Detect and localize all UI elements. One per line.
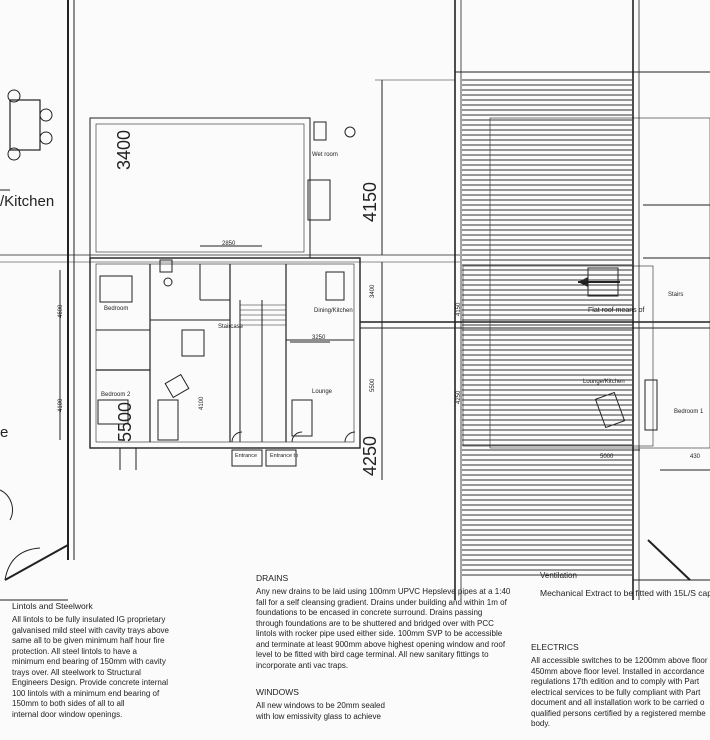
label-bedroom-1-r: Bedroom 1 — [674, 409, 704, 415]
dim-3250: 3250 — [312, 335, 326, 341]
dim-4150: 4150 — [360, 182, 380, 222]
note-lintols-body: All lintols to be fully insulated IG pro… — [12, 615, 169, 719]
label-staircase: Staircase — [218, 324, 244, 330]
note-windows-heading: WINDOWS — [256, 687, 299, 697]
label-e-fragment: e — [0, 424, 8, 441]
note-electrics-heading: ELECTRICS — [531, 642, 579, 652]
note-drains-heading: DRAINS — [256, 573, 289, 583]
note-drains-body: Any new drains to be laid using 100mm UP… — [256, 587, 511, 670]
dim-4100-mid: 4100 — [199, 396, 205, 410]
label-lounge-kitchen-r: Lounge/Kitchen — [583, 379, 625, 385]
label-ventilation: Ventilation — [540, 571, 577, 580]
label-lounge: Lounge — [312, 389, 333, 395]
dim-4600: 4600 — [58, 304, 64, 318]
label-kitchen: /Kitchen — [0, 193, 54, 210]
dim-3400-small: 3400 — [370, 284, 376, 298]
note-windows-body: All new windows to be 20mm sealed with l… — [256, 701, 385, 721]
note-windows: WINDOWS All new windows to be 20mm seale… — [256, 687, 456, 722]
dim-3400-big: 3400 — [114, 130, 134, 170]
label-wet-room: Wet room — [312, 152, 338, 158]
label-flat-roof: Flat roof means of — [588, 307, 644, 314]
label-stairs-r: Stairs — [668, 292, 683, 298]
note-lintols: Lintols and Steelwork All lintols to be … — [12, 601, 242, 720]
dim-4250-r: 4250 — [456, 390, 462, 404]
label-bedroom: Bedroom — [104, 306, 128, 312]
dim-5500-small: 5500 — [370, 378, 376, 392]
label-entrance-flats: Entrance — [235, 453, 257, 459]
label-bedroom-2: Bedroom 2 — [101, 392, 131, 398]
note-drains: DRAINS Any new drains to be laid using 1… — [256, 573, 536, 671]
dim-430-r: 430 — [690, 454, 701, 460]
dim-4100-left: 4100 — [58, 398, 64, 412]
note-electrics-body: All accessible switches to be 1200mm abo… — [531, 656, 708, 728]
dim-4150-r: 4150 — [456, 302, 462, 316]
dim-5500: 5500 — [115, 402, 135, 442]
label-mech-extract: Mechanical Extract to be fitted with 15L… — [540, 588, 710, 598]
dim-4250: 4250 — [360, 436, 380, 476]
note-electrics: ELECTRICS All accessible switches to be … — [531, 642, 710, 730]
note-lintols-heading: Lintols and Steelwork — [12, 601, 93, 611]
dim-5000: 5000 — [600, 454, 614, 460]
dim-2850: 2850 — [222, 241, 236, 247]
label-entrance-dwelling: Entrance to — [270, 453, 298, 459]
label-dining-kitchen: Dining/Kitchen — [314, 308, 353, 314]
